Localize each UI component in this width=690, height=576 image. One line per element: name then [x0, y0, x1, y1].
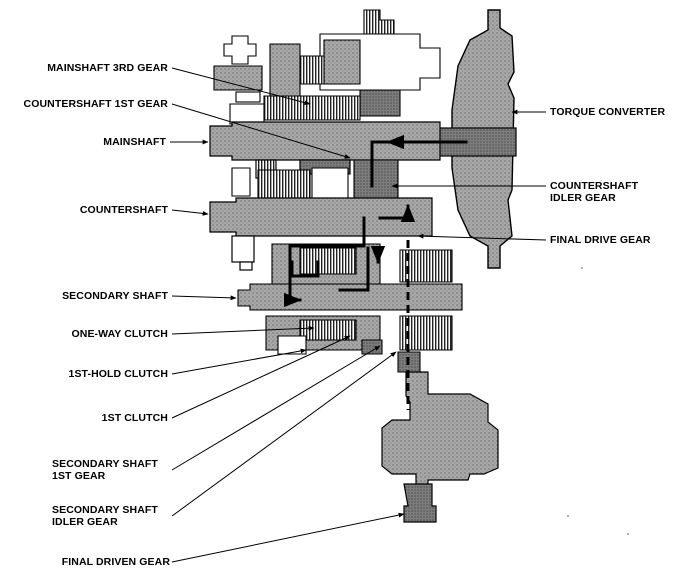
label-countershaft-idler-gear-line2: IDLER GEAR: [550, 192, 616, 204]
mainshaft-gear-cluster: [213, 9, 441, 125]
power-flow-path: [283, 134, 468, 308]
label-countershaft: COUNTERSHAFT: [79, 204, 168, 216]
label-countershaft-1st-gear: COUNTERSHAFT 1ST GEAR: [23, 98, 168, 110]
countershaft: [209, 197, 433, 271]
label-secondary-shaft-1st-gear-line1: SECONDARY SHAFT: [52, 458, 158, 470]
leader-lines-right: [391, 109, 547, 241]
label-1st-hold-clutch: 1ST-HOLD CLUTCH: [68, 368, 168, 380]
leader-lines: [170, 67, 405, 563]
leader-secondary-shaft-1st-gear: [171, 345, 381, 471]
leader-final-driven-gear: [171, 512, 405, 563]
label-secondary-shaft-idler-gear: SECONDARY SHAFT IDLER GEAR: [52, 504, 158, 528]
label-final-driven-gear: FINAL DRIVEN GEAR: [61, 556, 170, 568]
differential-assembly: [381, 371, 499, 523]
leader-1st-hold-clutch: [171, 348, 307, 375]
label-final-drive-gear: FINAL DRIVE GEAR: [550, 234, 651, 246]
label-secondary-shaft-1st-gear-line2: 1ST GEAR: [52, 470, 106, 482]
leader-1st-clutch: [171, 335, 351, 419]
leader-mainshaft-3rd-gear: [171, 67, 311, 105]
leader-final-drive-gear: [417, 233, 547, 241]
countershaft-gear-cluster: [231, 159, 399, 201]
leader-countershaft-1st-gear: [171, 103, 351, 159]
label-mainshaft-3rd-gear: MAINSHAFT 3RD GEAR: [47, 62, 168, 74]
label-countershaft-idler-gear: COUNTERSHAFT IDLER GEAR: [550, 180, 638, 204]
label-mainshaft: MAINSHAFT: [103, 136, 166, 148]
secondary-shaft-assembly: [237, 243, 463, 373]
leader-secondary-shaft-idler-gear: [171, 351, 397, 517]
label-secondary-shaft-idler-gear-line1: SECONDARY SHAFT: [52, 504, 158, 516]
leader-one-way-clutch: [171, 325, 315, 335]
label-one-way-clutch: ONE-WAY CLUTCH: [71, 328, 168, 340]
label-secondary-shaft-1st-gear: SECONDARY SHAFT 1ST GEAR: [52, 458, 158, 482]
leader-secondary-shaft: [171, 295, 237, 301]
label-torque-converter: TORQUE CONVERTER: [550, 106, 666, 118]
label-1st-clutch: 1ST CLUTCH: [101, 412, 168, 424]
label-secondary-shaft-idler-gear-line2: IDLER GEAR: [52, 516, 118, 528]
leader-countershaft: [171, 209, 209, 216]
label-secondary-shaft: SECONDARY SHAFT: [62, 290, 168, 302]
scan-specks: [567, 267, 629, 535]
label-countershaft-idler-gear-line1: COUNTERSHAFT: [550, 180, 639, 192]
